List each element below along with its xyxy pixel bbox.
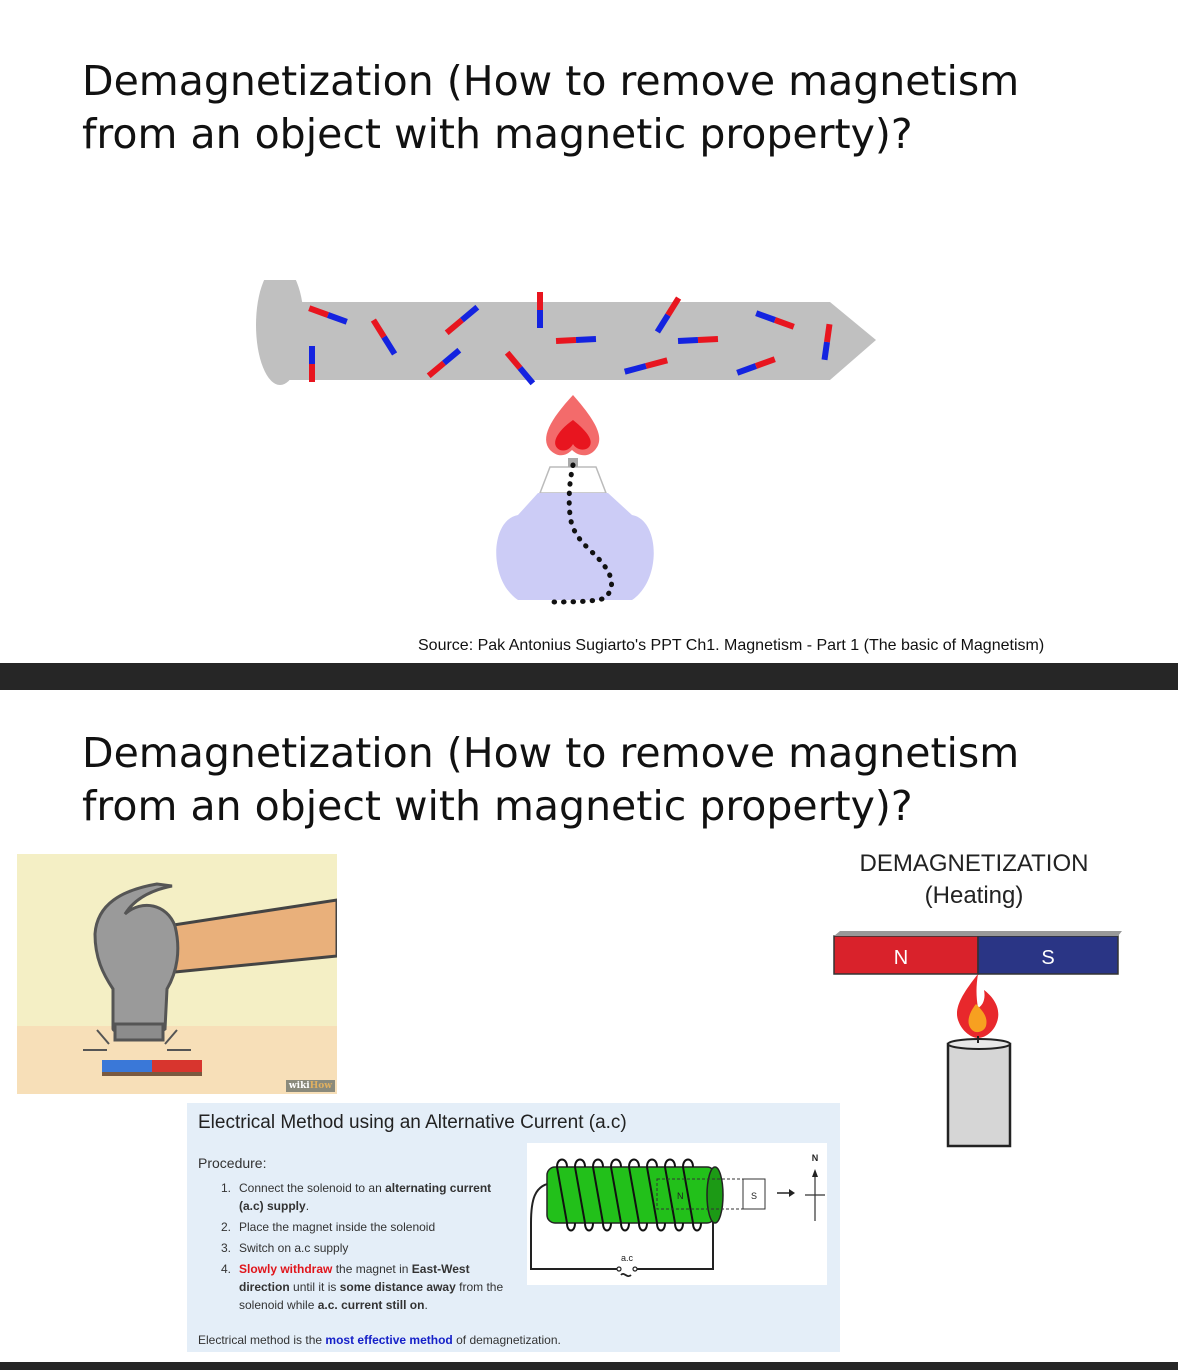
slide-demagnetization-methods: Demagnetization (How to remove magnetism… xyxy=(0,690,1178,1362)
domain xyxy=(623,357,669,375)
burner-flame xyxy=(546,395,600,456)
title-line-2: from an object with magnetic property)? xyxy=(82,110,913,158)
procedure-label: Procedure: xyxy=(198,1155,267,1171)
ac-supply-label: a.c xyxy=(621,1253,634,1263)
candle-flame-icon xyxy=(956,974,999,1038)
electrical-method-panel: Electrical Method using an Alternative C… xyxy=(187,1103,840,1352)
domain xyxy=(821,323,833,361)
slide-title: Demagnetization (How to remove magnetism… xyxy=(82,55,1019,161)
candle xyxy=(946,1036,1012,1148)
electrical-method-note: Electrical method is the most effective … xyxy=(198,1333,561,1347)
magnet-s-label: S xyxy=(751,1191,757,1201)
procedure-step: 3. Switch on a.c supply xyxy=(221,1241,349,1255)
domain xyxy=(426,347,462,379)
title-line-1: Demagnetization (How to remove magnetism xyxy=(82,57,1020,105)
heating-magnet-diagram: N S xyxy=(833,931,1122,1148)
domain xyxy=(370,318,398,356)
title-line-1: Demagnetization (How to remove magnetism xyxy=(82,729,1020,777)
bar-magnet xyxy=(102,1060,202,1076)
heating-title-line-2: (Heating) xyxy=(924,882,1024,909)
solenoid-drawing: a.c N S xyxy=(530,1153,825,1278)
domain xyxy=(308,305,348,325)
heating-title-line-1: DEMAGNETIZATION xyxy=(859,850,1089,877)
domain xyxy=(736,356,776,376)
domain xyxy=(654,296,682,334)
electrical-method-title: Electrical Method using an Alternative C… xyxy=(198,1112,627,1133)
title-line-2: from an object with magnetic property)? xyxy=(82,782,913,830)
slide-title: Demagnetization (How to remove magnetism… xyxy=(82,727,1019,833)
domain xyxy=(444,304,480,336)
procedure-step: 1. Connect the solenoid to an alternatin… xyxy=(221,1181,492,1213)
domain xyxy=(555,335,597,345)
procedure-step: 4. Slowly withdraw the magnet in East-We… xyxy=(221,1262,504,1312)
iron-rod xyxy=(256,280,876,385)
compass-icon: N xyxy=(805,1153,825,1221)
north-pole-label: N xyxy=(894,947,908,969)
procedure-step: 2. Place the magnet inside the solenoid xyxy=(221,1220,436,1234)
heating-title: DEMAGNETIZATION (Heating) xyxy=(826,848,1122,912)
hammering-illustration: wikiHow xyxy=(17,854,339,1094)
domain xyxy=(504,350,536,386)
bar-magnet: N S xyxy=(833,931,1122,975)
source-citation: Source: Pak Antonius Sugiarto's PPT Ch1.… xyxy=(418,637,1045,654)
slide-divider xyxy=(0,663,1178,690)
spirit-burner xyxy=(496,458,654,605)
slide-heating-rod: Demagnetization (How to remove magnetism… xyxy=(0,0,1178,663)
solenoid-diagram: a.c N S xyxy=(527,1143,827,1285)
domain xyxy=(677,335,719,345)
compass-north-label: N xyxy=(812,1153,819,1163)
bottom-divider xyxy=(0,1362,1178,1370)
coil-turns xyxy=(556,1158,702,1232)
domain xyxy=(755,310,795,330)
hammer-on-magnet-drawing xyxy=(17,854,339,1094)
wikihow-watermark: wikiHow xyxy=(285,1080,335,1092)
south-pole-label: S xyxy=(1041,947,1054,969)
magnetic-domains xyxy=(308,292,833,386)
magnet-n-label: N xyxy=(677,1191,684,1201)
heated-rod-illustration xyxy=(256,280,876,605)
procedure-steps: 1. Connect the solenoid to an alternatin… xyxy=(205,1179,505,1317)
